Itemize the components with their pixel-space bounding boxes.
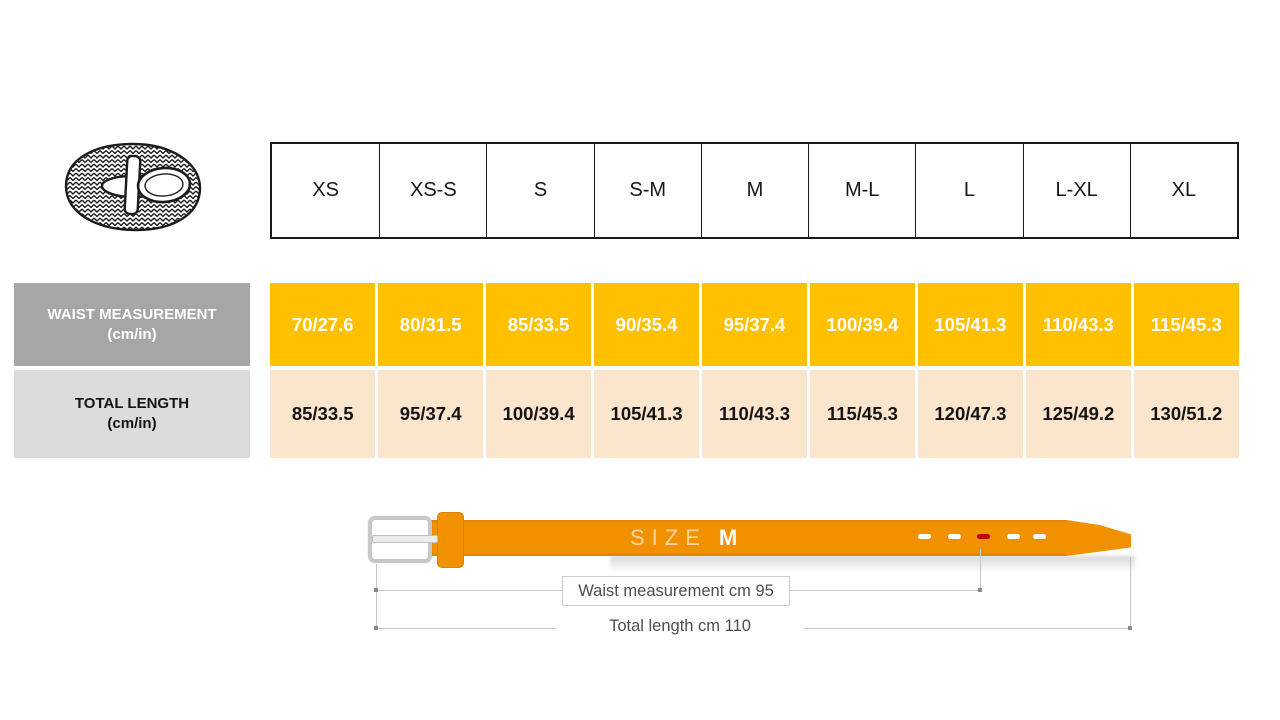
measure-dot [374,626,378,630]
size-header-cell: L-XL [1022,144,1130,237]
waist-row-label: WAIST MEASUREMENT (cm/in) [14,283,250,366]
total-length-cell: 115/45.3 [809,370,916,458]
size-header-cell: M-L [808,144,916,237]
belt-hole [1007,534,1020,539]
size-value: M [718,525,738,550]
belt-strap [428,520,1067,556]
size-word: SIZE [630,525,707,550]
guide-line-tip [1130,557,1131,628]
belt-buckle-prong [372,535,438,543]
waist-cell: 100/39.4 [809,283,916,366]
total-length-cell: 100/39.4 [485,370,592,458]
belt-keeper [437,512,464,568]
measure-dot [978,588,982,592]
size-header-cell: XS-S [379,144,487,237]
total-length-cell: 105/41.3 [593,370,700,458]
size-header-cell: XS [272,144,380,237]
waist-cell: 85/33.5 [485,283,592,366]
belt-tip [1066,520,1131,556]
size-header-row: XS XS-S S S-M M M-L L L-XL XL [270,142,1239,239]
waist-cell: 115/45.3 [1133,283,1239,366]
waist-measurement-caption: Waist measurement cm 95 [562,576,790,606]
measure-dot [1128,626,1132,630]
total-length-row-cells: 85/33.5 95/37.4 100/39.4 105/41.3 110/43… [270,370,1239,458]
size-header-cell: S-M [593,144,701,237]
total-length-label-line1: TOTAL LENGTH [74,395,190,412]
belt-hole-highlighted [977,534,990,539]
waist-row-label-line2: (cm/in) [107,325,157,343]
belt-size-label: SIZE M [630,525,738,550]
belt-shadow [610,556,1135,572]
braided-belt-icon [64,142,202,232]
total-length-row-label: TOTAL LENGTH (cm/in) [14,370,250,458]
measure-dot [374,588,378,592]
guide-line-buckle [376,564,377,628]
total-length-cell: 95/37.4 [377,370,484,458]
total-length-cell: 130/51.2 [1133,370,1239,458]
size-header-cell: XL [1129,144,1237,237]
waist-cell: 110/43.3 [1025,283,1132,366]
waist-row-label-line1: WAIST MEASUREMENT [47,305,217,323]
waist-row-cells: 70/27.6 80/31.5 85/33.5 90/35.4 95/37.4 … [270,283,1239,366]
size-header-cell: M [700,144,809,237]
waist-cell: 105/41.3 [917,283,1024,366]
belt-hole [948,534,961,539]
guide-line-hole [980,549,981,590]
waist-cell: 70/27.6 [270,283,376,366]
total-length-cell: 125/49.2 [1025,370,1132,458]
total-length-caption: Total length cm 110 [556,613,804,640]
total-length-cell: 120/47.3 [917,370,1024,458]
total-length-cell: 85/33.5 [270,370,376,458]
size-header-cell: S [486,144,594,237]
total-length-label-line2: (cm/in) [107,415,157,432]
waist-cell: 80/31.5 [377,283,484,366]
size-header-cell: L [915,144,1023,237]
belt-hole [1033,534,1046,539]
waist-cell: 90/35.4 [593,283,700,366]
total-length-cell: 110/43.3 [701,370,808,458]
belt-hole [918,534,931,539]
waist-cell: 95/37.4 [701,283,808,366]
